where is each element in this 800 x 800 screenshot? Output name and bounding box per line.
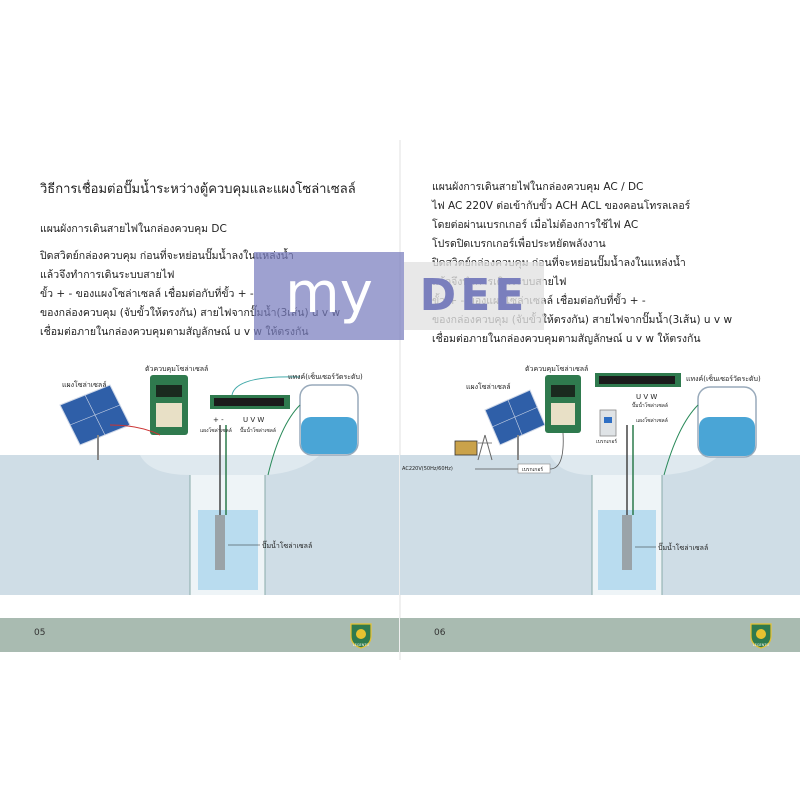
instruction-line: แผนผังการเดินสายไฟในกล่องควบคุม AC / DC (432, 181, 644, 193)
instruction-line: ขั้ว + - ของแผงโซล่าเซลล์ เชื่อมต่อกับที… (40, 288, 254, 300)
ground-right (265, 455, 400, 595)
tank-label: แทงค์(เซ็นเซอร์วัดระดับ) (288, 372, 363, 381)
terminal-plus-minus: + - (213, 416, 224, 424)
instruction-line: ปิดสวิตย์กล่องควบคุม ก่อนที่จะหย่อนปั๊มน… (40, 250, 294, 262)
power-tower-icon (477, 434, 493, 461)
ac-dc-wiring-diagram: ปั๊มน้ำโซล่าเซลล์ แผงโซล่าเซลล์ ตัวควบคุ… (400, 365, 800, 595)
lion-shield-logo-icon: LEGENTO (750, 623, 772, 649)
water-tank (299, 384, 359, 456)
instruction-line: โปรดปิดเบรกเกอร์เพื่อประหยัดพลังงาน (432, 238, 606, 250)
solar-panel-label: แผงโซล่าเซลล์ (62, 380, 107, 389)
logo-text: LEGENTO (753, 643, 770, 647)
terminal-uvw: U V W (636, 393, 657, 401)
lion-shield-logo-icon: LEGENTO (350, 623, 372, 649)
page-gutter (399, 140, 401, 660)
page-footer: 05 LEGENTO (0, 618, 400, 652)
instruction-line: เชื่อมต่อภายในกล่องควบคุมตามสัญลักษณ์ u … (40, 326, 309, 338)
terminal-pump-label: ปั๊มน้ำโซล่าเซลล์ (240, 425, 276, 434)
well-water (198, 510, 258, 590)
terminal-solar-label: แผงโซล่าเซลล์ (200, 427, 232, 434)
controller-box (545, 375, 581, 433)
instruction-line: แผนผังการเดินสายไฟในกล่องควบคุม DC (40, 223, 227, 235)
page-title: วิธีการเชื่อมต่อปั๊มน้ำระหว่างตู้ควบคุมแ… (40, 182, 356, 197)
watermark: my DEE (254, 252, 544, 340)
terminal-board (210, 395, 290, 409)
breaker-tag-label: เบรกเกอร์ (522, 466, 543, 473)
right-page: แผนผังการเดินสายไฟในกล่องควบคุม AC / DC … (400, 140, 800, 660)
pump-body (215, 515, 225, 570)
solar-panel-label: แผงโซล่าเซลล์ (466, 382, 511, 391)
terminal-pump-label: ปั๊มน้ำโซล่าเซลล์ (632, 400, 668, 409)
ground-left (0, 455, 190, 595)
instruction-line (40, 239, 340, 247)
page-footer: 06 LEGENTO (400, 618, 800, 652)
solar-panel (59, 384, 131, 460)
watermark-right: DEE (404, 262, 544, 330)
breaker-icon (599, 409, 617, 437)
ground-right (662, 455, 800, 595)
watermark-left: my (254, 252, 404, 340)
left-page: วิธีการเชื่อมต่อปั๊มน้ำระหว่างตู้ควบคุมแ… (0, 140, 400, 660)
terminal-uvw: U V W (243, 416, 264, 424)
solar-panel (484, 389, 546, 460)
tank-label: แทงค์(เซ็นเซอร์วัดระดับ) (686, 374, 761, 383)
controller-label: ตัวควบคุมโซล่าเซลล์ (145, 365, 208, 373)
terminal-solar-label: แผงโซล่าเซลล์ (636, 417, 668, 424)
page-number: 05 (34, 628, 46, 638)
pump-body (622, 515, 632, 570)
controller-label: ตัวควบคุมโซล่าเซลล์ (525, 365, 588, 373)
water-tank (697, 386, 757, 458)
instruction-text: แผนผังการเดินสายไฟในกล่องควบคุม DC ปิดสว… (40, 220, 340, 342)
dc-wiring-diagram: ปั๊มน้ำโซล่าเซลล์ แผงโซล่าเซลล์ ตัวควบคุ… (0, 365, 400, 595)
terminal-board (595, 373, 681, 387)
pump-label: ปั๊มน้ำโซล่าเซลล์ (262, 539, 312, 550)
book-spread: วิธีการเชื่อมต่อปั๊มน้ำระหว่างตู้ควบคุมแ… (0, 140, 800, 660)
ac-source-label: AC220V(50Hz/60Hz) (402, 466, 453, 472)
controller-box (150, 375, 188, 435)
instruction-line: แล้วจึงทำการเดินระบบสายไฟ (40, 269, 175, 281)
ground-left (400, 455, 592, 595)
page-number: 06 (434, 628, 446, 638)
breaker-tag (517, 463, 551, 474)
pump-label: ปั๊มน้ำโซล่าเซลล์ (658, 541, 708, 552)
generator-icon (454, 440, 478, 456)
instruction-line: ไฟ AC 220V ต่อเข้ากับขั้ว ACH ACL ของคอน… (432, 200, 691, 212)
breaker-label: เบรกเกอร์ (596, 438, 617, 445)
logo-text: LEGENTO (353, 643, 370, 647)
instruction-line: เชื่อมต่อภายในกล่องควบคุมตามสัญลักษณ์ u … (432, 333, 701, 345)
instruction-line: โดยต่อผ่านเบรกเกอร์ เมื่อไม่ต้องการใช้ไฟ… (432, 219, 639, 231)
